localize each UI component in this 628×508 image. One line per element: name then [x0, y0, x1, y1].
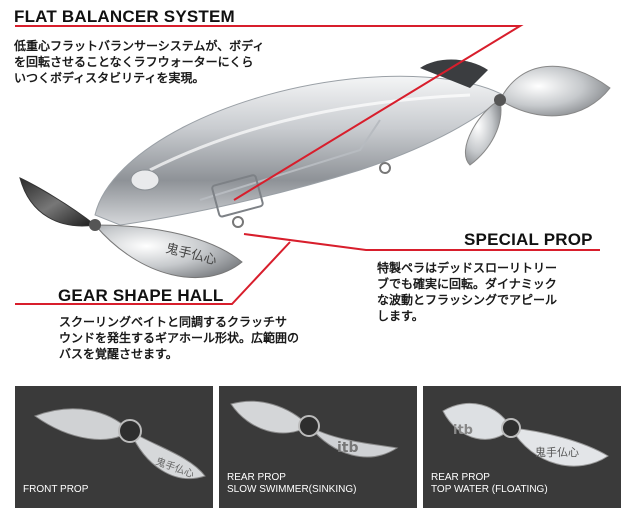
thumbnail-front-prop: 鬼手仏心 FRONT PROP: [15, 386, 213, 508]
callout-lines: [15, 25, 600, 305]
svg-text:itb: itb: [453, 423, 473, 438]
thumbnail-rear-prop-top: itb 鬼手仏心 REAR PROP TOP WATER (FLOATING): [423, 386, 621, 508]
rear-prop-slow-photo: itb: [219, 386, 417, 508]
gear-shape-hall-description: スクーリングベイトと同調するクラッチサ ウンドを発生するギアホール形状。広範囲の…: [59, 315, 300, 361]
rear-prop-top-photo: itb 鬼手仏心: [423, 386, 621, 508]
front-prop: [19, 177, 243, 279]
svg-text:itb: itb: [337, 440, 359, 456]
flat-balancer-description: 低重心フラットバランサーシステムが、ボディ を回転させることなくラフウォーターに…: [14, 39, 265, 85]
thumbnail-caption: REAR PROP SLOW SWIMMER(SINKING): [227, 472, 357, 495]
gear-shape-hall-title: GEAR SHAPE HALL: [58, 286, 224, 305]
lure-product-illustration: 鬼手仏心: [15, 25, 611, 305]
special-prop-description: 特製ペラはデッドスローリトリー ブでも確実に回転。ダイナミック な波動とフラッシ…: [377, 261, 558, 323]
svg-text:鬼手仏心: 鬼手仏心: [535, 445, 579, 459]
flat-balancer-title: FLAT BALANCER SYSTEM: [14, 7, 235, 26]
rear-prop: [464, 65, 611, 166]
lure-body: [94, 59, 506, 228]
front-prop-photo: 鬼手仏心: [15, 386, 213, 508]
special-prop-title: SPECIAL PROP: [464, 230, 593, 249]
thumbnail-caption: REAR PROP TOP WATER (FLOATING): [431, 472, 548, 495]
thumbnail-caption: FRONT PROP: [23, 484, 89, 495]
thumbnail-rear-prop-slow: itb REAR PROP SLOW SWIMMER(SINKING): [219, 386, 417, 508]
